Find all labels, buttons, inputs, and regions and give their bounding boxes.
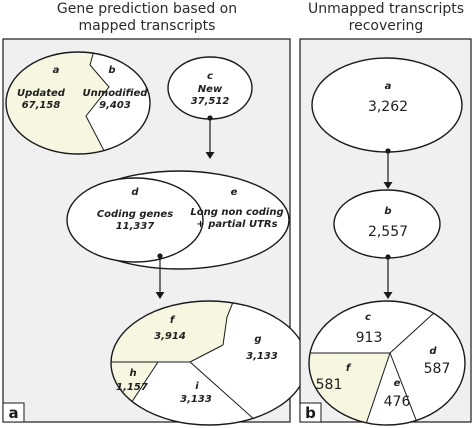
arrow-c-to-de (205, 115, 215, 159)
node-f-letter: f (170, 315, 176, 326)
node-h-letter: h (129, 368, 136, 379)
panel-b-heading-line2: recovering (348, 18, 424, 34)
node-b-divider-de (389, 352, 421, 425)
node-b-b-value: 2,557 (368, 224, 408, 240)
panel-b: a 3,262 b 2,557 c 913 d (299, 38, 472, 426)
node-c-label: New (198, 84, 223, 95)
node-b-value: 9,403 (99, 100, 131, 111)
node-b-e-letter: e (394, 378, 401, 389)
node-fghi-divider-center (189, 344, 224, 363)
node-d-ellipse (66, 177, 204, 263)
node-b-b-letter: b (384, 206, 391, 217)
arrow-b-b-to-cdef (383, 254, 393, 299)
node-b-c-value: 913 (356, 330, 383, 346)
panel-a-label: a (8, 404, 18, 422)
panel-a-label-box (2, 402, 25, 423)
arrow-b-a-to-b (383, 148, 393, 189)
node-a-value: 67,158 (22, 100, 61, 111)
panel-b-label-box (299, 402, 322, 423)
node-b-f-letter: f (346, 363, 352, 374)
node-b-cdef-ellipse (308, 300, 466, 426)
node-d-label: Coding genes (97, 209, 173, 220)
node-a-region (6, 52, 113, 154)
node-b-divider-cd (389, 311, 436, 354)
node-fghi-divider-gi (189, 361, 256, 421)
node-f-value: 3,914 (154, 331, 186, 342)
panel-b-label: b (305, 404, 316, 422)
panel-b-heading-line1: Unmapped transcripts (307, 1, 465, 17)
node-fghi-ellipse (110, 300, 308, 426)
node-a-letter: a (53, 65, 60, 76)
panel-b-heading: Unmapped transcripts recovering (300, 1, 472, 35)
panel-a-heading-line2: mapped transcripts (78, 18, 216, 34)
node-c-value: 37,512 (191, 96, 230, 107)
node-e-letter: e (231, 187, 238, 198)
node-b-a-value: 3,262 (368, 99, 408, 115)
node-b-letter: b (108, 65, 115, 76)
node-g-value: 3,133 (246, 351, 278, 362)
node-b-c-letter: c (365, 312, 371, 323)
node-h-value: 1,157 (116, 382, 148, 393)
node-b-d-value: 587 (424, 361, 451, 377)
panel-a-heading: Gene prediction based on mapped transcri… (2, 1, 292, 35)
node-g-letter: g (254, 334, 261, 345)
node-a-b-ellipse (5, 51, 151, 155)
node-c-letter: c (207, 71, 213, 82)
node-fghi-divider-fg (222, 301, 239, 346)
panel-a-heading-line1: Gene prediction based on (56, 1, 238, 17)
node-i-letter: i (195, 381, 199, 392)
node-e-label-line1: Long non coding (190, 207, 283, 218)
arrow-d-to-fghi (155, 253, 165, 299)
node-b-a-letter: a (385, 81, 392, 92)
node-d-letter: d (131, 187, 139, 198)
node-a-b-divider (85, 52, 114, 154)
node-b-divider-ef (363, 352, 391, 425)
node-b-f-value: 581 (316, 377, 343, 393)
node-a-label: Updated (17, 88, 66, 99)
node-b-d-letter: d (429, 346, 437, 357)
node-i-value: 3,133 (180, 394, 212, 405)
node-e-label-line2: + partial UTRs (196, 219, 277, 230)
node-d-value: 11,337 (116, 221, 155, 232)
node-b-label: Unmodified (83, 88, 149, 99)
panel-a: a Updated 67,158 b Unmodified 9,403 c Ne… (2, 38, 308, 426)
node-b-e-value: 476 (384, 394, 411, 410)
